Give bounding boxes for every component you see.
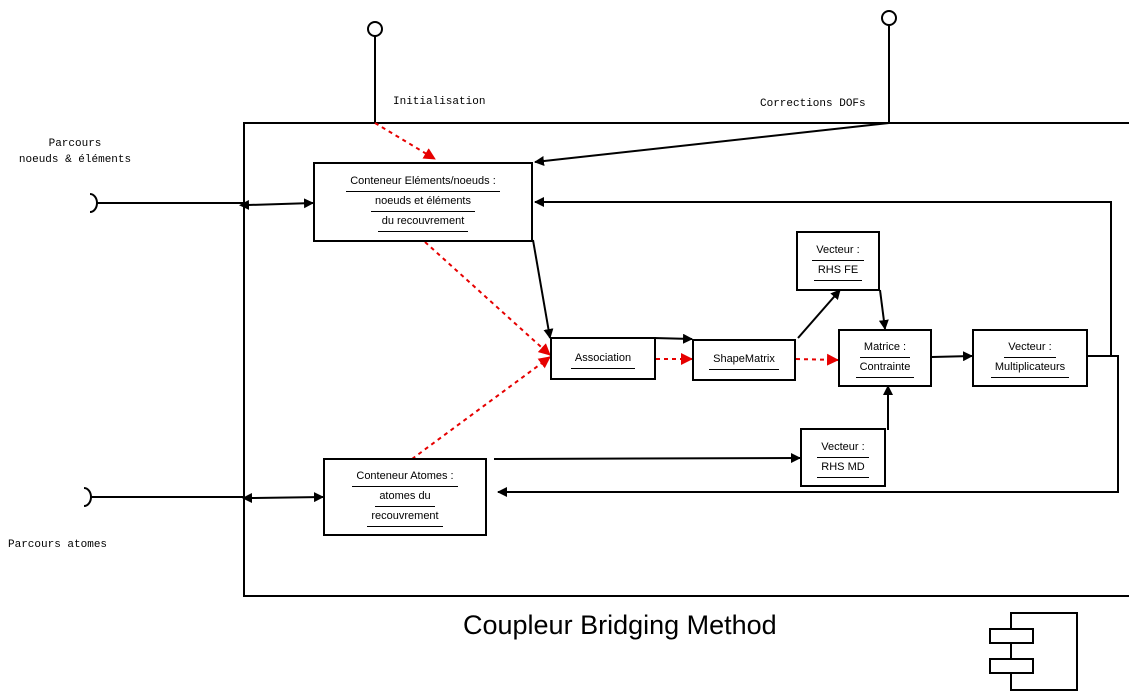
conteneur-elements-line1: Conteneur Eléments/noeuds : xyxy=(346,173,500,192)
arrow-matrice-multiplicateurs xyxy=(931,351,973,362)
arrow-frame-conteneur-elements xyxy=(239,198,314,210)
arrow-corrections-conteneur xyxy=(534,122,890,166)
arrow-atomes-rhsmd xyxy=(493,453,801,464)
dashed-init-conteneur xyxy=(374,122,436,160)
box-association[interactable]: Association xyxy=(550,337,656,380)
label-parcours-atomes: Parcours atomes xyxy=(8,539,108,551)
label-parcours-line2: noeuds & éléments xyxy=(18,154,132,166)
arrow-multiplicateurs-atomes xyxy=(497,355,1119,497)
port-parcours-atomes-socket xyxy=(83,487,92,507)
rhs-md-line2: RHS MD xyxy=(817,459,869,478)
box-rhs-md[interactable]: Vecteur : RHS MD xyxy=(800,428,886,487)
box-conteneur-elements[interactable]: Conteneur Eléments/noeuds : noeuds et él… xyxy=(313,162,533,242)
arrow-frame-conteneur-atomes xyxy=(242,492,324,503)
arrow-association-shapematrix xyxy=(653,333,693,344)
port-parcours-noeuds-socket xyxy=(89,193,98,213)
conteneur-elements-line3: du recouvrement xyxy=(377,213,469,232)
box-shapematrix[interactable]: ShapeMatrix xyxy=(692,339,796,381)
box-matrice-contrainte[interactable]: Matrice : Contrainte xyxy=(838,329,932,387)
box-conteneur-atomes[interactable]: Conteneur Atomes : atomes du recouvremen… xyxy=(323,458,487,536)
box-multiplicateurs[interactable]: Vecteur : Multiplicateurs xyxy=(972,329,1088,387)
arrow-rhsfe-matrice xyxy=(878,289,889,330)
conteneur-elements-line2: noeuds et éléments xyxy=(370,193,475,212)
dashed-shapematrix-matrice xyxy=(795,353,839,366)
arrow-shapematrix-rhsfe xyxy=(797,289,841,339)
component-icon xyxy=(989,612,1078,691)
label-initialisation: Initialisation xyxy=(393,96,486,108)
multiplicateurs-line1: Vecteur : xyxy=(1004,339,1056,358)
dashed-atomes-association xyxy=(411,356,551,460)
diagram-title: Coupleur Bridging Method xyxy=(463,610,777,640)
port-initialisation-lollipop xyxy=(367,21,383,37)
rhs-fe-line1: Vecteur : xyxy=(812,242,864,261)
matrice-line1: Matrice : xyxy=(859,339,911,358)
conteneur-atomes-line2: atomes du xyxy=(375,488,435,507)
association-label: Association xyxy=(570,350,636,369)
dashed-conteneur-association xyxy=(424,241,551,356)
rhs-fe-line2: RHS FE xyxy=(813,262,863,281)
component-frame xyxy=(243,122,1129,597)
box-rhs-fe[interactable]: Vecteur : RHS FE xyxy=(796,231,880,291)
multiplicateurs-line2: Multiplicateurs xyxy=(990,359,1070,378)
label-corrections-dofs: Corrections DOFs xyxy=(760,98,866,110)
label-parcours-line1: Parcours xyxy=(48,138,102,150)
matrice-line2: Contrainte xyxy=(855,359,915,378)
conteneur-atomes-line3: recouvrement xyxy=(367,508,443,527)
arrow-conteneur-association xyxy=(532,239,554,339)
shapematrix-label: ShapeMatrix xyxy=(709,351,779,370)
label-parcours-noeuds: Parcours noeuds & éléments xyxy=(0,136,150,168)
rhs-md-line1: Vecteur : xyxy=(817,439,869,458)
port-corrections-lollipop xyxy=(881,10,897,26)
conteneur-atomes-line1: Conteneur Atomes : xyxy=(352,468,458,487)
